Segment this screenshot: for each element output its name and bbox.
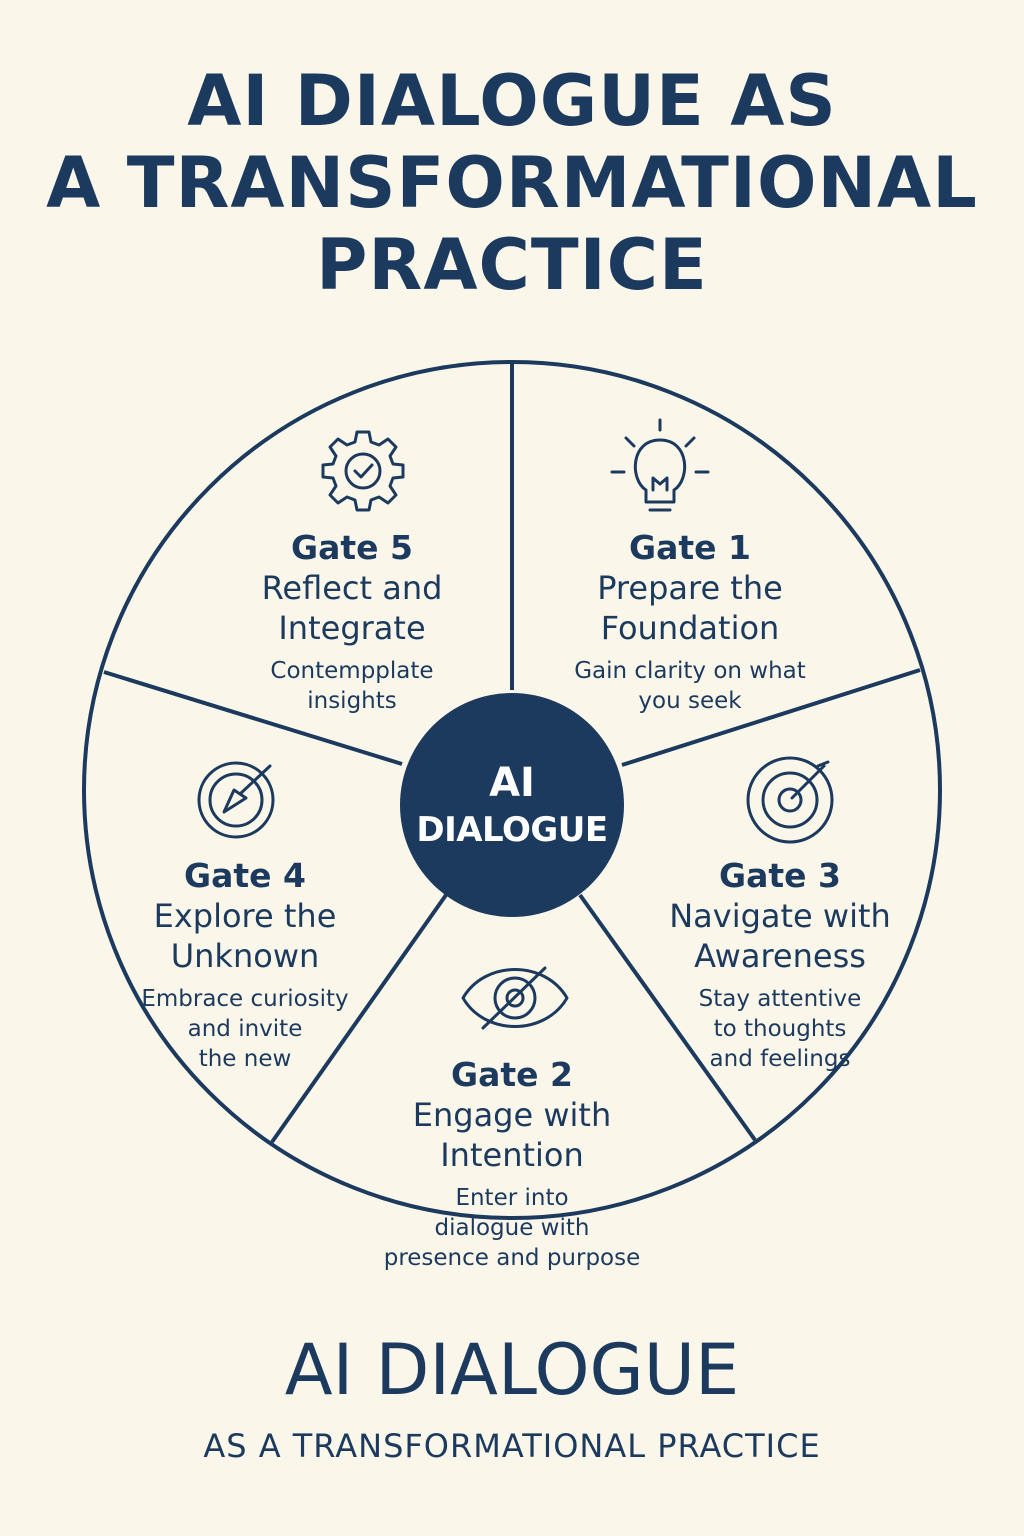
gate-5-desc-line-1: Contempplate	[270, 658, 434, 684]
gate-3-desc-line-1: Stay attentive	[698, 986, 862, 1012]
page-title: AI DIALOGUE AS A TRANSFORMATIONAL PRACTI…	[0, 60, 1024, 306]
gate-1-desc-line-2: you seek	[638, 688, 742, 714]
gate-1-desc-line-1: Gain clarity on what	[574, 658, 806, 684]
gate-1-title-line-1: Prepare the	[597, 569, 783, 607]
title-line-2: A TRANSFORMATIONAL	[46, 142, 978, 224]
gate-5-title-line-2: Integrate	[278, 609, 426, 647]
gate-2-desc-line-2: dialogue with	[434, 1215, 590, 1241]
divider-gate2-gate4	[270, 893, 448, 1144]
gate-4-desc-line-2: and invite	[187, 1016, 303, 1042]
gate-5: Gate 5 Reflect and Integrate Contempplat…	[222, 528, 482, 716]
compass-icon	[197, 761, 275, 839]
gate-4-title-line-2: Unknown	[170, 937, 320, 975]
gate-1-title-line-2: Foundation	[600, 609, 780, 647]
gate-2-desc-line-1: Enter into	[455, 1185, 569, 1211]
gate-5-label: Gate 5	[291, 528, 413, 567]
gate-2-title-line-1: Engage with	[412, 1096, 612, 1134]
gate-1-desc: Gain clarity on what you seek	[540, 656, 840, 716]
gate-5-title-line-1: Reflect and	[261, 569, 443, 607]
gate-2-desc-line-3: presence and purpose	[383, 1245, 641, 1271]
gate-1-label: Gate 1	[629, 528, 751, 567]
footer-subtitle: AS A TRANSFORMATIONAL PRACTICE	[203, 1427, 821, 1465]
footer-title: AI DIALOGUE	[284, 1329, 740, 1411]
target-icon	[746, 756, 834, 844]
gate-2-desc: Enter into dialogue with presence and pu…	[362, 1183, 662, 1273]
gate-2: Gate 2 Engage with Intention Enter into …	[362, 1055, 662, 1273]
gate-3: Gate 3 Navigate with Awareness Stay atte…	[650, 856, 910, 1074]
gear-check-icon	[321, 430, 405, 512]
gate-3-desc-line-2: to thoughts	[713, 1016, 847, 1042]
divider-gate3-gate2	[578, 893, 757, 1142]
gate-4: Gate 4 Explore the Unknown Embrace curio…	[115, 856, 375, 1074]
center-label: AI DIALOGUE	[402, 715, 622, 895]
gate-5-desc: Contempplate insights	[222, 656, 482, 716]
divider-gate1-gate3	[621, 668, 921, 767]
title-line-1: AI DIALOGUE AS	[187, 60, 837, 142]
gate-3-desc: Stay attentive to thoughts and feelings	[650, 984, 910, 1074]
gate-4-desc: Embrace curiosity and invite the new	[115, 984, 375, 1074]
gate-2-title-line-2: Intention	[440, 1136, 584, 1174]
gate-4-label: Gate 4	[184, 856, 306, 895]
gate-3-label: Gate 3	[719, 856, 841, 895]
center-label-line-1: AI	[489, 760, 535, 806]
gate-4-desc-line-1: Embrace curiosity	[141, 986, 349, 1012]
center-label-line-2: DIALOGUE	[416, 810, 608, 850]
gate-4-desc-line-3: the new	[198, 1046, 292, 1072]
gate-3-desc-line-3: and feelings	[709, 1046, 851, 1072]
gate-3-title-line-1: Navigate with	[669, 897, 891, 935]
divider-gate4-gate5	[103, 670, 403, 766]
gate-1: Gate 1 Prepare the Foundation Gain clari…	[540, 528, 840, 716]
gate-3-title-line-2: Awareness	[694, 937, 866, 975]
gate-5-desc-line-2: insights	[307, 688, 397, 714]
gate-4-title-line-1: Explore the	[153, 897, 337, 935]
center-disk	[400, 693, 624, 917]
lightbulb-icon	[610, 418, 710, 512]
eye-icon	[461, 966, 569, 1030]
gate-2-label: Gate 2	[451, 1055, 573, 1094]
title-line-3: PRACTICE	[316, 224, 708, 306]
